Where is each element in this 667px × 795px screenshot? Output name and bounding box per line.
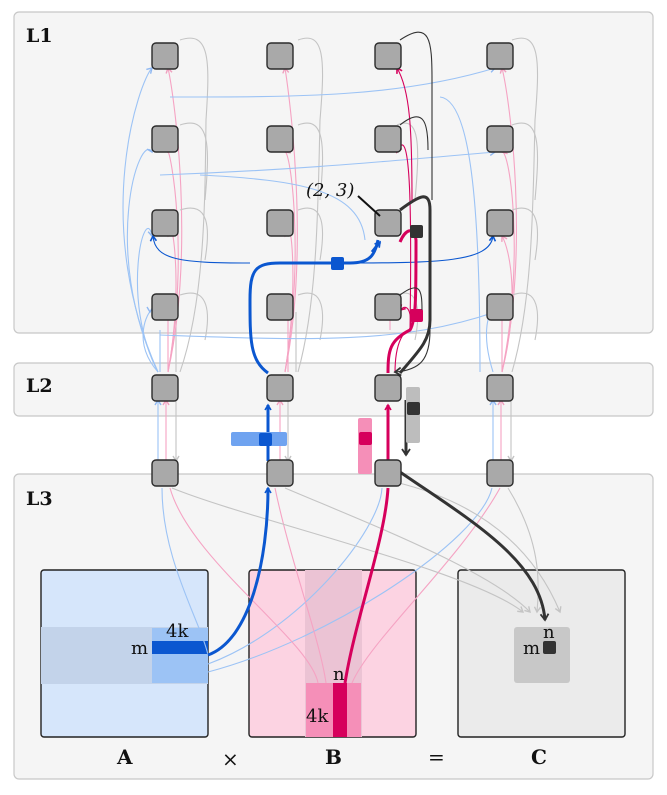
- node-l1-r2-c3: [486, 209, 514, 237]
- l3-nodes: [151, 459, 514, 487]
- highlight-dark-path: [393, 31, 550, 622]
- matrix-a-label: A: [116, 745, 133, 769]
- l1-nodes: [151, 42, 514, 321]
- node-l2-c2: [374, 374, 402, 402]
- node-l2-c3: [486, 374, 514, 402]
- node-l3-c2: [374, 459, 402, 487]
- pink-buffer-light: [358, 418, 372, 474]
- region-l1: [13, 11, 654, 334]
- blue-buffer: [259, 433, 272, 446]
- node-l2-c0: [151, 374, 179, 402]
- highlight-blue-path: [149, 234, 497, 657]
- matrix-c-block: [514, 627, 570, 683]
- node-l3-c1: [266, 459, 294, 487]
- l2-nodes: [151, 374, 514, 402]
- matrix-b-tile: [333, 683, 347, 737]
- node-l1-r3-c1: [266, 293, 294, 321]
- node-l1-r2-c2: [374, 209, 402, 237]
- region-l2: [13, 362, 654, 417]
- node-l1-r0-c0: [151, 42, 179, 70]
- dim-a-k: 4k: [166, 621, 189, 642]
- label-l1: L1: [26, 25, 53, 47]
- node-l2-c1: [266, 374, 294, 402]
- node-l1-r1-c2: [374, 125, 402, 153]
- node-l1-r1-c0: [151, 125, 179, 153]
- dim-c-n: n: [543, 622, 555, 643]
- matrix-a-tile: [152, 641, 208, 654]
- dark-transfer-block: [410, 225, 423, 238]
- pink-transfer-block: [410, 309, 423, 322]
- blue-transfer-block: [331, 257, 344, 270]
- node-l1-r1-c3: [486, 125, 514, 153]
- times-sign: ×: [222, 747, 239, 771]
- dim-b-n: n: [333, 664, 345, 685]
- label-l3: L3: [26, 488, 53, 510]
- equals-sign: =: [428, 745, 445, 769]
- node-coordinate-label: (2, 3): [306, 180, 354, 201]
- node-l1-r2-c0: [151, 209, 179, 237]
- node-l1-r3-c2: [374, 293, 402, 321]
- node-l1-r3-c0: [151, 293, 179, 321]
- matrix-b-label: B: [325, 745, 342, 769]
- dim-c-m: m: [523, 638, 540, 659]
- l3-light-connections: [161, 481, 562, 684]
- matrix-a-tile-light: [152, 628, 208, 683]
- dim-a-m: m: [131, 638, 148, 659]
- matrix-c-label: C: [531, 745, 547, 769]
- node-l1-r0-c1: [266, 42, 294, 70]
- dark-buffer: [407, 402, 420, 415]
- node-l1-r1-c1: [266, 125, 294, 153]
- node-l1-r3-c3: [486, 293, 514, 321]
- node-l3-c3: [486, 459, 514, 487]
- node-l3-c0: [151, 459, 179, 487]
- l2-l3-light-links: [154, 398, 515, 463]
- pink-buffer: [359, 432, 372, 445]
- node-l1-r0-c3: [486, 42, 514, 70]
- label-l2: L2: [26, 375, 53, 397]
- node-l1-r0-c2: [374, 42, 402, 70]
- matrix-c-tile: [543, 641, 556, 654]
- dim-b-k: 4k: [306, 706, 329, 727]
- node-label-leader: [357, 195, 381, 217]
- node-l1-r2-c1: [266, 209, 294, 237]
